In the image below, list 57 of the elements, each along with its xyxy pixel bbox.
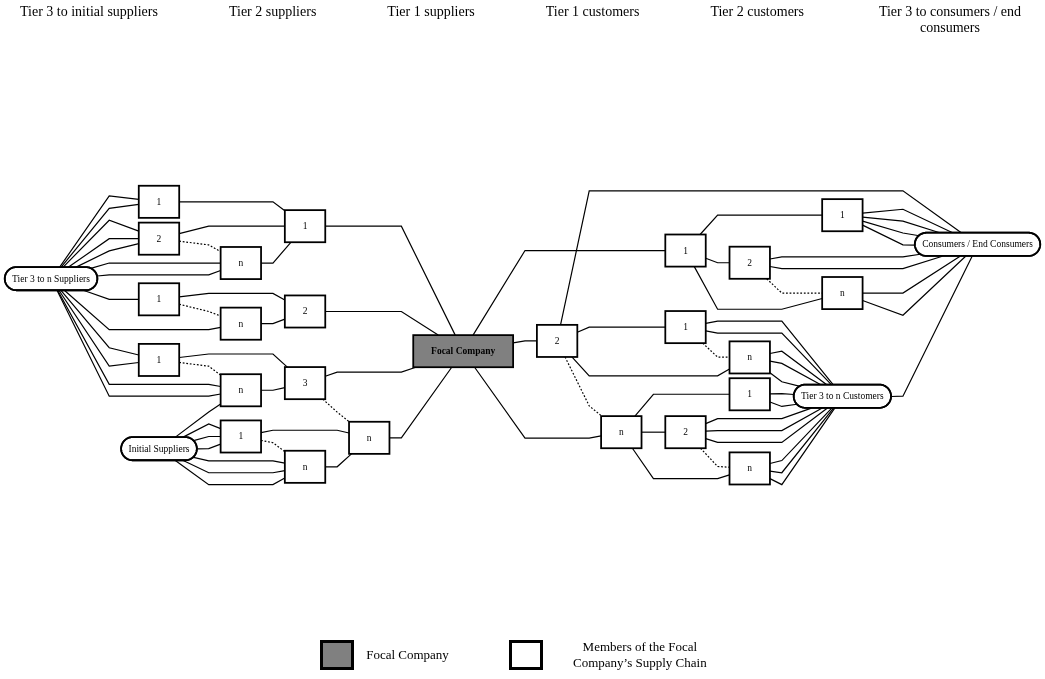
connector: [769, 407, 836, 486]
tier-label: Tier 2 suppliers: [228, 4, 317, 21]
connector: [769, 407, 833, 465]
legend-label: Members of the Focal Company’s Supply Chain: [572, 639, 708, 671]
node-box: 3: [283, 366, 327, 401]
connector: [705, 407, 823, 433]
node-box: n: [728, 451, 771, 486]
connector: [862, 255, 967, 317]
connector: [474, 366, 602, 439]
legend-label: Focal Company: [366, 647, 449, 663]
connector: [699, 214, 823, 236]
connector: [769, 401, 798, 408]
node-box: n: [219, 246, 262, 281]
connector: [862, 208, 954, 234]
node-box: n: [600, 415, 643, 450]
node-box: n: [348, 421, 391, 456]
connector: [472, 250, 666, 336]
connector: [769, 350, 828, 386]
node-box: 1: [137, 343, 181, 378]
tier-label: Tier 3 to consumers / end consumers: [877, 4, 1023, 36]
node-box: n: [821, 276, 864, 311]
tier-label: Tier 1 customers: [545, 4, 640, 21]
node-box: n: [283, 450, 327, 485]
connector: [769, 372, 801, 388]
connector: [705, 407, 829, 444]
connector: [769, 253, 921, 260]
node-box: 2: [137, 222, 181, 256]
node-box: n: [728, 340, 771, 375]
node-box: 1: [664, 233, 707, 268]
node-box: 1: [728, 377, 771, 412]
tier-label: Tier 3 to initial suppliers: [20, 4, 158, 21]
connector: [705, 320, 834, 386]
node-box: 1: [283, 209, 327, 244]
connector: [769, 407, 835, 474]
connector: [705, 330, 833, 386]
node-box: 1: [137, 185, 181, 220]
connector: [769, 360, 822, 386]
connector: [559, 190, 963, 326]
node-box: n: [219, 373, 262, 408]
connector: [322, 398, 350, 423]
node-box: 2: [536, 324, 579, 359]
connector: [769, 393, 795, 396]
node-box: 1: [664, 310, 707, 345]
tier-label: Tier 1 suppliers: [387, 4, 475, 21]
node-box: Focal Company: [412, 334, 514, 369]
connector: [862, 255, 961, 294]
node-box: 2: [728, 246, 771, 280]
node-box: 2: [664, 415, 707, 450]
node-box: 1: [821, 198, 864, 233]
node-box: 1: [219, 419, 262, 454]
connector: [862, 220, 920, 237]
connector: [693, 266, 823, 311]
node-box: 2: [283, 294, 327, 329]
node-box: 1: [137, 282, 181, 317]
node-box: n: [219, 307, 262, 341]
connector: [174, 403, 222, 439]
tier-label: Tier 2 customers: [710, 4, 804, 21]
